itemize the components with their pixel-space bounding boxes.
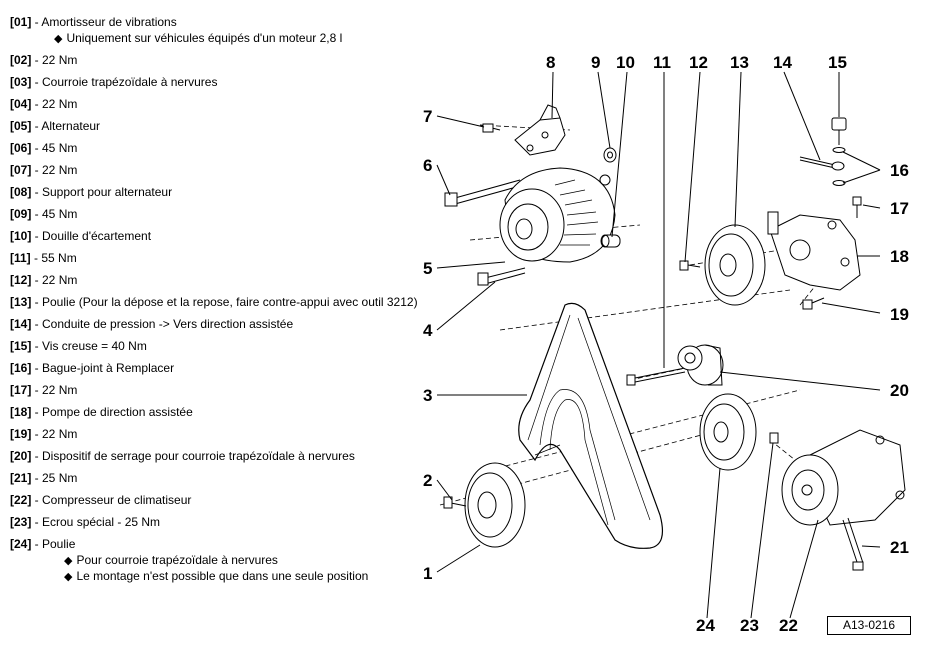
nut-part-9 bbox=[603, 147, 617, 163]
legend-item: [11] - 55 Nm bbox=[10, 251, 77, 265]
power-steering-pulley-part bbox=[704, 224, 766, 306]
pressure-pipe-part bbox=[799, 156, 845, 171]
callout-2: 2 bbox=[423, 471, 432, 490]
callout-23: 23 bbox=[740, 616, 759, 635]
diamond-bullet-icon: ◆ bbox=[64, 571, 73, 583]
ac-compressor-part bbox=[781, 429, 906, 526]
callout-17: 17 bbox=[890, 199, 909, 218]
legend-item: [08] - Support pour alternateur bbox=[10, 185, 173, 199]
seal-rings-part bbox=[832, 147, 846, 186]
part-callout-numbers: 1 2 3 4 5 6 7 8 9 10 11 12 13 14 15 16 1… bbox=[423, 53, 909, 635]
legend-item: [21] - 25 Nm bbox=[10, 471, 78, 485]
legend-item: [20] - Dispositif de serrage pour courro… bbox=[10, 449, 355, 463]
legend-item: [22] - Compresseur de climatiseur bbox=[10, 493, 192, 507]
callout-9: 9 bbox=[591, 53, 600, 72]
diamond-bullet-icon: ◆ bbox=[54, 33, 63, 45]
legend-item: [14] - Conduite de pression -> Vers dire… bbox=[10, 317, 294, 331]
legend-item: [19] - 22 Nm bbox=[10, 427, 78, 441]
legend-item: [06] - 45 Nm bbox=[10, 141, 78, 155]
belt-tensioner-part bbox=[677, 344, 724, 386]
callout-16: 16 bbox=[890, 161, 909, 180]
legend-note: ◆Pour courroie trapézoïdale à nervures bbox=[64, 553, 278, 567]
legend-item: [13] - Poulie (Pour la dépose et la repo… bbox=[10, 295, 418, 309]
callout-7: 7 bbox=[423, 107, 432, 126]
legend-item: [01] - Amortisseur de vibrations bbox=[10, 15, 177, 29]
special-nut-part bbox=[769, 432, 779, 444]
alternator-part bbox=[499, 167, 616, 263]
banjo-bolt-part bbox=[831, 117, 847, 145]
legend-item: [09] - 45 Nm bbox=[10, 207, 78, 221]
callout-20: 20 bbox=[890, 381, 909, 400]
callout-12: 12 bbox=[689, 53, 708, 72]
legend-item: [02] - 22 Nm bbox=[10, 53, 78, 67]
callout-11: 11 bbox=[653, 53, 671, 72]
callout-18: 18 bbox=[890, 247, 909, 266]
legend-note: ◆Le montage n'est possible que dans une … bbox=[64, 569, 369, 583]
legend-item: [05] - Alternateur bbox=[10, 119, 101, 133]
callout-5: 5 bbox=[423, 259, 432, 278]
callout-6: 6 bbox=[423, 156, 432, 175]
callout-19: 19 bbox=[890, 305, 909, 324]
legend-item: [03] - Courroie trapézoïdale à nervures bbox=[10, 75, 218, 89]
legend-item: [24] - Poulie bbox=[10, 537, 76, 551]
callout-21: 21 bbox=[890, 538, 909, 557]
callout-8: 8 bbox=[546, 53, 555, 72]
legend-item: [17] - 22 Nm bbox=[10, 383, 78, 397]
diamond-bullet-icon: ◆ bbox=[64, 555, 73, 567]
long-bolt-part-6 bbox=[444, 179, 521, 207]
callout-22: 22 bbox=[779, 616, 798, 635]
callout-4: 4 bbox=[423, 321, 433, 340]
legend-item: [10] - Douille d'écartement bbox=[10, 229, 152, 243]
alternator-bracket-part bbox=[514, 104, 566, 156]
legend-item: [15] - Vis creuse = 40 Nm bbox=[10, 339, 147, 353]
figure-reference-label: A13-0216 bbox=[827, 616, 911, 635]
bolt-part-21 bbox=[842, 517, 864, 571]
bolt-part-4 bbox=[477, 267, 526, 286]
callout-1: 1 bbox=[423, 564, 432, 583]
compressor-pulley-part bbox=[699, 393, 757, 471]
bolt-part-12 bbox=[679, 260, 701, 271]
bolt-part-7 bbox=[479, 123, 501, 133]
legend-item: [07] - 22 Nm bbox=[10, 163, 78, 177]
legend-item: [16] - Bague-joint à Remplacer bbox=[10, 361, 175, 375]
legend-note: ◆Uniquement sur véhicules équipés d'un m… bbox=[54, 31, 343, 45]
callout-24: 24 bbox=[696, 616, 715, 635]
bolt-part-17 bbox=[852, 196, 862, 218]
callout-leader-lines bbox=[436, 71, 881, 619]
callout-15: 15 bbox=[828, 53, 847, 72]
bolt-part-2 bbox=[443, 496, 467, 509]
bolt-part-11 bbox=[626, 367, 686, 386]
ribbed-belt-part bbox=[518, 302, 663, 549]
power-steering-pump-part bbox=[767, 211, 861, 291]
vibration-damper-pulley-part bbox=[464, 462, 526, 548]
legend-item: [18] - Pompe de direction assistée bbox=[10, 405, 193, 419]
legend-item: [12] - 22 Nm bbox=[10, 273, 78, 287]
callout-14: 14 bbox=[773, 53, 792, 72]
spacer-sleeve-part bbox=[600, 234, 621, 248]
legend-item: [23] - Ecrou spécial - 25 Nm bbox=[10, 515, 161, 529]
callout-3: 3 bbox=[423, 386, 432, 405]
callout-13: 13 bbox=[730, 53, 749, 72]
callout-10: 10 bbox=[616, 53, 635, 72]
bolt-part-19 bbox=[802, 297, 825, 310]
legend-item: [04] - 22 Nm bbox=[10, 97, 78, 111]
